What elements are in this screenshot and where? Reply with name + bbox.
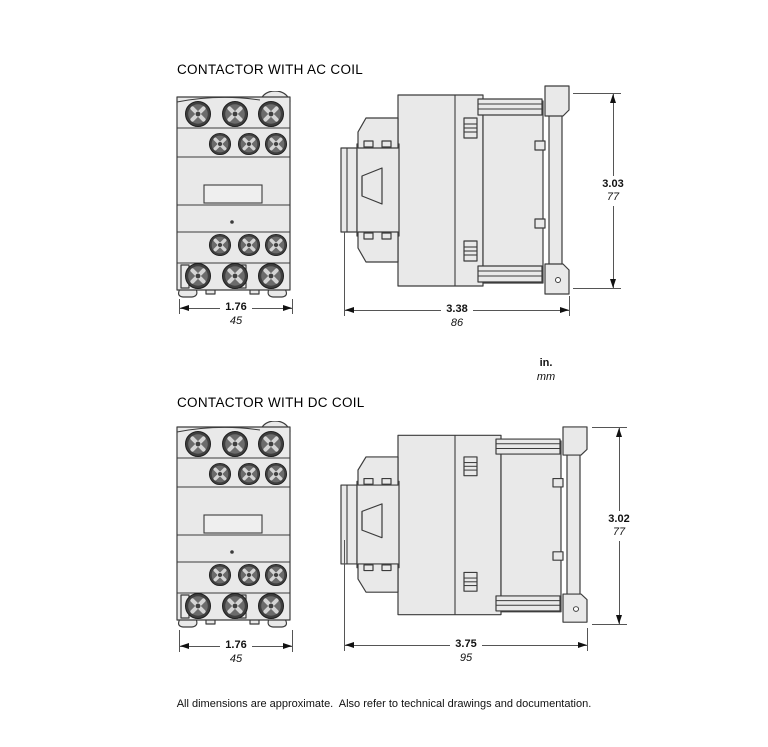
extension-line (344, 540, 345, 651)
units-mm-label: mm (536, 371, 556, 383)
dimension-value-mm: 45 (229, 653, 243, 665)
arrow-up-icon (615, 428, 622, 437)
extension-line (344, 232, 345, 316)
arrow-left-icon (345, 641, 354, 648)
dimension-dc-front-width: 1.76 45 (179, 630, 293, 667)
extension-line (292, 299, 293, 314)
ac-side-view (340, 85, 570, 295)
units-legend: in. mm (526, 356, 566, 384)
ac-front-view (174, 91, 298, 301)
dimension-value-in: 1.76 (179, 301, 293, 314)
extension-line (587, 628, 588, 651)
dimension-value-in: 3.02 (608, 513, 630, 525)
extension-line (292, 630, 293, 652)
dimension-ac-depth: 3.38 86 (344, 232, 570, 331)
footer-note: All dimensions are approximate. Also ref… (176, 698, 592, 710)
dimension-ac-height: 3.03 77 (573, 93, 628, 289)
extension-line (592, 624, 627, 625)
dimension-value-in: 3.03 (602, 178, 624, 190)
units-inches-label: in. (539, 357, 553, 369)
arrow-right-icon (560, 306, 569, 313)
dimension-ac-front-width: 1.76 45 (179, 299, 293, 329)
dimension-dc-depth: 3.75 95 (344, 540, 588, 666)
arrow-right-icon (578, 641, 587, 648)
section-title-dc: CONTACTOR WITH DC COIL (177, 395, 365, 410)
arrow-right-icon (283, 642, 292, 649)
extension-line (592, 427, 627, 428)
arrow-right-icon (283, 304, 292, 311)
arrow-down-icon (609, 279, 616, 288)
arrow-up-icon (609, 94, 616, 103)
dimension-value-mm: 77 (612, 526, 626, 538)
extension-line (179, 299, 180, 314)
dimension-value-mm: 77 (606, 191, 620, 203)
dimension-dc-height: 3.02 77 (592, 427, 634, 625)
dc-front-view (174, 421, 298, 631)
dimension-value-mm: 95 (459, 652, 473, 664)
extension-line (573, 93, 621, 94)
dc-side-view (340, 426, 588, 623)
dimension-value-in: 3.38 (344, 303, 570, 316)
dimension-values: 3.03 77 (598, 176, 628, 206)
arrow-down-icon (615, 615, 622, 624)
arrow-left-icon (345, 306, 354, 313)
extension-line (179, 630, 180, 652)
dimension-value-in: 1.76 (179, 639, 293, 652)
arrow-left-icon (180, 304, 189, 311)
extension-line (573, 288, 621, 289)
dimension-value-in: 3.75 (344, 638, 588, 651)
extension-line (569, 296, 570, 316)
dimension-values: 3.02 77 (604, 511, 634, 541)
dimension-value-mm: 45 (229, 315, 243, 327)
section-title-ac: CONTACTOR WITH AC COIL (177, 62, 364, 77)
dimension-value-mm: 86 (450, 317, 464, 329)
arrow-left-icon (180, 642, 189, 649)
